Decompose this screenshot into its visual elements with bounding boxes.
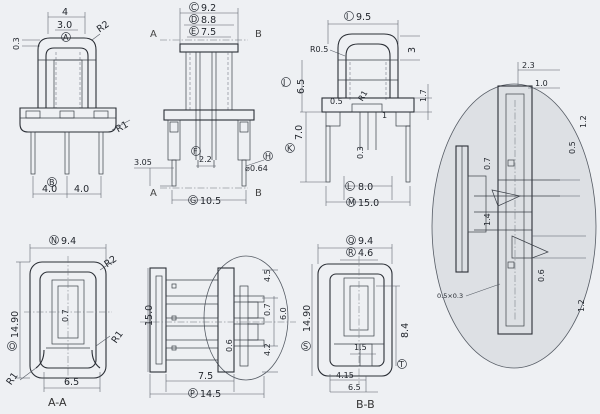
dim-r0-5: R0.5: [310, 45, 328, 54]
balloon-p: P: [190, 389, 195, 398]
dim-8-4: 8.4: [400, 323, 411, 338]
section-label-aa: A-A: [48, 396, 67, 409]
balloon-c: C: [191, 3, 197, 12]
balloon-s: S: [303, 342, 308, 351]
dim-3: 3: [407, 47, 418, 53]
balloon-q: Q: [348, 236, 354, 245]
balloon-f: F: [193, 147, 198, 156]
iso-view-top: I 9.5 R0.5 3 J 6.5 K 7.0 0.5 R1 0.3: [281, 11, 432, 209]
balloon-l: L: [347, 182, 352, 191]
dim-9-5: 9.5: [356, 12, 371, 23]
balloon-n: N: [51, 236, 57, 245]
dim-4: 4: [62, 7, 68, 18]
dim-9-2: 9.2: [201, 3, 216, 14]
dim-6-5-bb: 6.5: [348, 383, 361, 392]
dim-14-90-aa: 14.90: [10, 311, 21, 338]
balloon-e: E: [191, 27, 196, 36]
dim-14-5: 14.5: [200, 389, 221, 400]
dim-7-5: 7.5: [201, 27, 216, 38]
dim-15-0: 15.0: [358, 198, 379, 209]
diameter-symbol: ⌀: [245, 164, 250, 173]
dim-15-0-side: 15.0: [144, 305, 155, 326]
balloon-g: G: [190, 196, 196, 205]
dim-1-2-bottom: 1.2: [577, 299, 586, 312]
dim-1-7: 1.7: [419, 89, 428, 102]
dim-0-6-side: 0.6: [225, 339, 234, 352]
dim-8-8: 8.8: [201, 15, 216, 26]
section-label-bb: B-B: [356, 398, 375, 411]
balloon-a: [61, 32, 71, 42]
detail-view: 2.3 1.0 0.5 0.7 1.4 0.6 1.2 1.2 0.5×0.3: [431, 61, 597, 369]
dim-2-3: 2.3: [522, 61, 535, 70]
dim-1-4: 1.4: [483, 213, 492, 226]
section-b-b-view: Q 9.4 R 4.6 S 14.90 T 8.4 1.5 4.15 6.5 B…: [301, 235, 411, 411]
dim-7-0: 7.0: [294, 125, 305, 140]
dim-1-small: 1: [382, 111, 387, 120]
dim-0-7-aa: 0.7: [61, 309, 70, 322]
balloon-d: D: [191, 15, 197, 24]
dim-1-5: 1.5: [354, 343, 367, 352]
dim-4-0-right: 4.0: [74, 184, 89, 195]
dim-3-0: 3.0: [57, 20, 72, 31]
dim-0-7-detail: 0.7: [483, 157, 492, 170]
section-mark-a-top: A: [150, 29, 157, 40]
detail-ellipse: [431, 83, 597, 369]
dim-0-7-side: 0.7: [263, 303, 272, 316]
section-mark-b-top: B: [255, 29, 262, 40]
dim-0-3: 0.3: [12, 37, 21, 50]
balloon-b: [47, 177, 57, 187]
dim-0-5-detail: 0.5: [568, 141, 577, 154]
balloon-o: O: [9, 342, 15, 351]
dim-6-5: 6.5: [296, 79, 307, 94]
balloon-b-label: B: [49, 178, 55, 187]
dim-3-05: 3.05: [134, 158, 152, 167]
balloon-t: T: [398, 360, 404, 369]
section-mark-a-bottom: A: [150, 188, 157, 199]
dim-0-3: 0.3: [356, 146, 365, 159]
balloon-i: I: [346, 12, 348, 21]
section-mark-b-bottom: B: [255, 188, 262, 199]
balloon-m: M: [348, 198, 355, 207]
dim-r1-base: R1: [114, 119, 130, 135]
section-a-a-view: N 9.4 R2 O 14.90 0.7 R1 R1 6.5 A-A: [4, 235, 126, 409]
dim-9-4-aa: 9.4: [61, 236, 76, 247]
dim-1-2-top: 1.2: [579, 115, 588, 128]
dim-14-90-bb: 14.90: [302, 305, 313, 332]
dim-4-2: 4.2: [263, 343, 272, 356]
dim-6-5-aa: 6.5: [64, 377, 79, 388]
front-view-top: 4 3.0 A 0.3 R2 R1 B 4.0 4.0: [12, 7, 130, 198]
dim-10-5: 10.5: [200, 196, 221, 207]
dim-0-6-detail: 0.6: [537, 269, 546, 282]
dim-0-64: 0.64: [250, 164, 268, 173]
balloon-h: H: [265, 152, 271, 161]
dim-4-0-left: 4.0: [42, 184, 57, 195]
side-view-bottom: 15.0 4.5 0.7 6.0 0.6 4.2 7.5 P 14.5: [140, 255, 296, 400]
balloon-k: K: [287, 144, 293, 153]
dim-4-15: 4.15: [336, 371, 354, 380]
balloon-r: R: [348, 248, 354, 257]
dim-0-5: 0.5: [330, 97, 343, 106]
dim-4-6: 4.6: [358, 248, 373, 259]
dim-1-0: 1.0: [535, 79, 548, 88]
dim-8-0: 8.0: [358, 182, 373, 193]
dim-2-2: 2.2: [199, 155, 212, 164]
dim-7-5-side: 7.5: [198, 371, 213, 382]
dim-9-4-bb: 9.4: [358, 236, 373, 247]
dim-6-0: 6.0: [279, 307, 288, 320]
dim-4-5: 4.5: [263, 269, 272, 282]
side-view-top: A B A B C 9.2 D 8.8 E 7.5 3.05: [134, 2, 273, 207]
balloon-j: J: [282, 78, 285, 87]
dim-chamfer: 0.5×0.3: [437, 292, 463, 300]
